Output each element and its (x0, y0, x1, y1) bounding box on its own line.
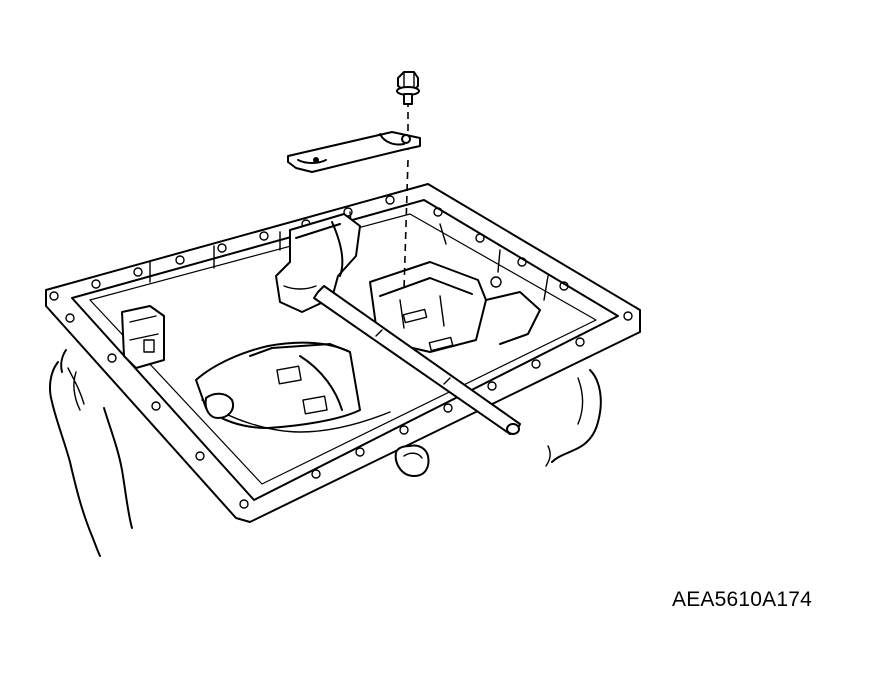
drain-plug (394, 444, 430, 477)
dipstick-rod (313, 285, 521, 435)
baffle-housing (195, 341, 391, 433)
right-boss (369, 261, 541, 353)
fixing-bolt (396, 71, 420, 105)
figure-reference-code: AEA5610A174 (672, 588, 812, 611)
transmission-case (49, 349, 602, 557)
retaining-plate (287, 131, 421, 173)
retaining-plate-assembly (287, 71, 421, 291)
left-bracket (121, 305, 165, 369)
